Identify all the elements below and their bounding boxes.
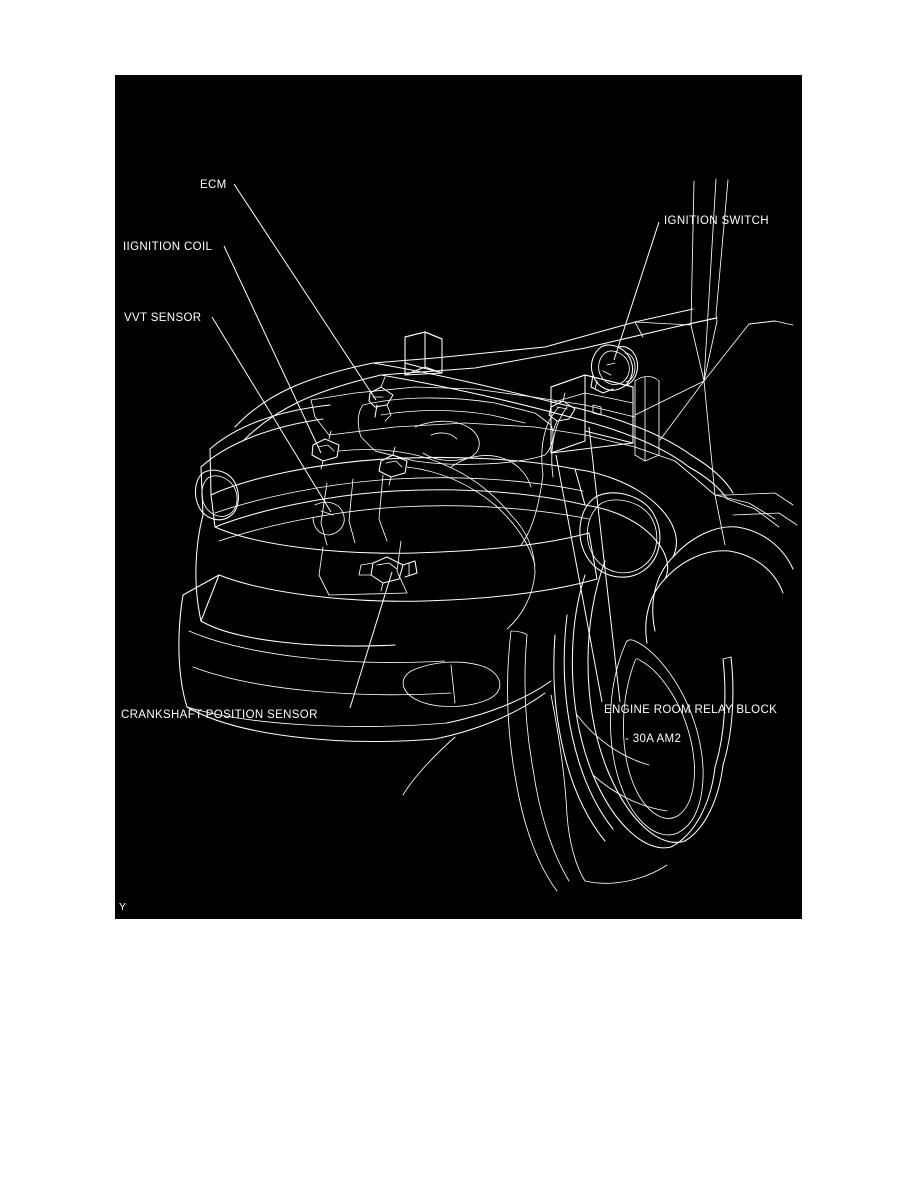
leader-lines [211,183,660,709]
front-end-bumper-grille [178,404,598,742]
callout-label-vvt-sensor: VVT SENSOR [124,312,202,324]
body-side-panels [714,320,798,526]
vehicle-line-drawing: .l { fill:none; stroke:#ffffff; stroke-w… [178,178,798,892]
callout-label-ignition-coil: IIGNITION COIL [123,241,213,253]
sensor-crankshaft-position [358,556,418,592]
illustration-panel: .l { fill:none; stroke:#ffffff; stroke-w… [115,75,802,919]
ecm-box [404,331,443,376]
upper-right-body-detail [634,317,794,338]
sensor-vvt [312,501,345,536]
callout-label-ecm: ECM [200,179,227,191]
callout-label-ignition-switch: IGNITION SWITCH [664,215,769,227]
page-corner-mark: Y [119,901,127,913]
right-headlight-and-fender [574,460,794,644]
hood-and-cowl [234,308,734,500]
a-pillar-group [634,178,750,496]
connector-ecm [368,376,394,422]
ignition-switch-component [590,344,638,394]
connector-ignition-coil [311,430,340,470]
splash-shield-and-ground [402,630,668,892]
callout-label-crankshaft-position-sensor: CRANKSHAFT POSITION SENSOR [121,709,318,721]
callout-label-engine-room-relay-block: ENGINE ROOM RELAY BLOCK [604,704,778,716]
wire-harness [338,449,536,630]
connector-coil-right [548,392,576,432]
callout-sublabel-relay-fuse: - 30A AM2 [625,733,682,745]
right-front-wheel [553,560,734,849]
